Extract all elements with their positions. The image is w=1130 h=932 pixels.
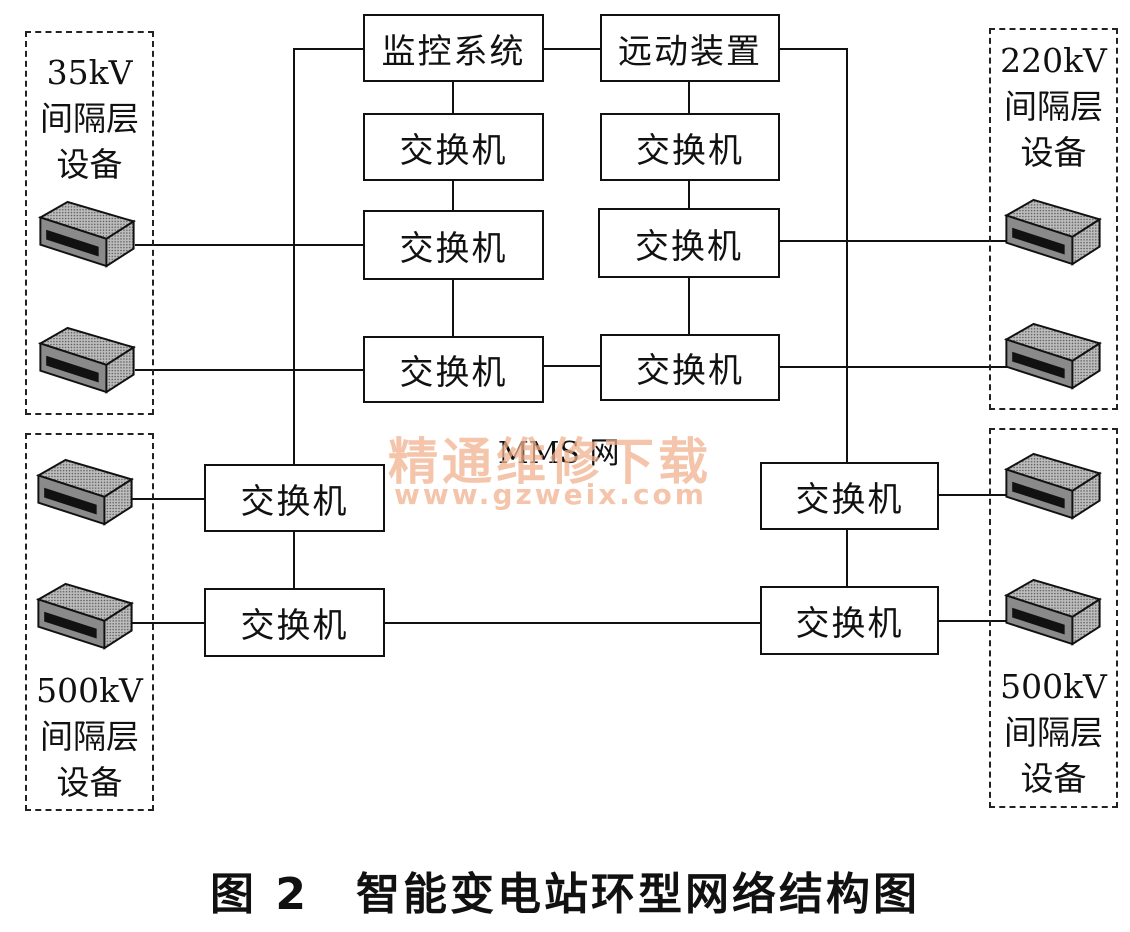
switch-right-2: 交换机 — [598, 208, 780, 278]
left-ring-vertical — [293, 48, 295, 466]
group-35kv — [25, 31, 154, 415]
switch-left-1: 交换机 — [363, 113, 544, 181]
group-500kv-right-label: 500kV 间隔层 设备 — [1000, 667, 1107, 798]
remote-device-node: 远动装置 — [600, 14, 780, 82]
switch-ring-right-lower: 交换机 — [760, 586, 939, 655]
server-device-icon — [1004, 578, 1102, 646]
dev35b-link — [135, 369, 363, 371]
link-monitor-left-vertical-top — [293, 48, 363, 50]
dev220b-link — [778, 366, 1010, 368]
left-column-vertical — [452, 82, 454, 336]
group-500kv-left — [25, 433, 154, 811]
link-remote-right-top — [778, 48, 848, 50]
server-device-icon — [1004, 198, 1102, 266]
dev220a-link — [778, 240, 1010, 242]
watermark-text: 精通维修下载 — [388, 433, 712, 491]
switch-left-2: 交换机 — [363, 210, 544, 280]
switch-left-3: 交换机 — [363, 336, 544, 403]
dev500r-a-link — [938, 494, 1008, 496]
right-ring-vertical — [846, 48, 848, 466]
mms-network-label: MMS 网 — [498, 436, 620, 471]
server-device-icon — [38, 326, 136, 394]
server-device-icon — [1004, 452, 1102, 520]
switch-right-3: 交换机 — [600, 334, 780, 401]
monitor-system-node: 监控系统 — [363, 14, 544, 82]
switch-right-1: 交换机 — [600, 113, 780, 181]
link-mid-switches — [542, 365, 602, 367]
dev500r-b-link — [938, 620, 1008, 622]
group-500kv-left-label: 500kV 间隔层 设备 — [36, 671, 143, 802]
dev35a-link — [135, 244, 363, 246]
switch-ring-right-upper: 交换机 — [760, 462, 939, 530]
server-device-icon — [38, 200, 136, 268]
switch-ring-left-upper: 交换机 — [204, 464, 385, 532]
link-monitor-remote — [542, 48, 602, 50]
figure-caption: 图 2 智能变电站环型网络结构图 — [210, 869, 920, 920]
server-device-icon — [1004, 322, 1102, 390]
switch-ring-left-lower: 交换机 — [204, 588, 385, 657]
group-220kv — [989, 28, 1118, 410]
group-500kv-right — [989, 428, 1118, 808]
dev500l-a-link — [132, 498, 205, 500]
left-lower-vertical — [293, 530, 295, 588]
group-35kv-label: 35kV 间隔层 设备 — [40, 53, 139, 184]
server-device-icon — [36, 458, 134, 526]
server-device-icon — [36, 582, 134, 650]
bottom-ring-link — [384, 622, 761, 624]
dev500l-b-link — [132, 622, 205, 624]
right-lower-vertical — [846, 530, 848, 588]
watermark-url: www.gzweix.com — [394, 478, 707, 511]
group-220kv-label: 220kV 间隔层 设备 — [1000, 41, 1107, 172]
